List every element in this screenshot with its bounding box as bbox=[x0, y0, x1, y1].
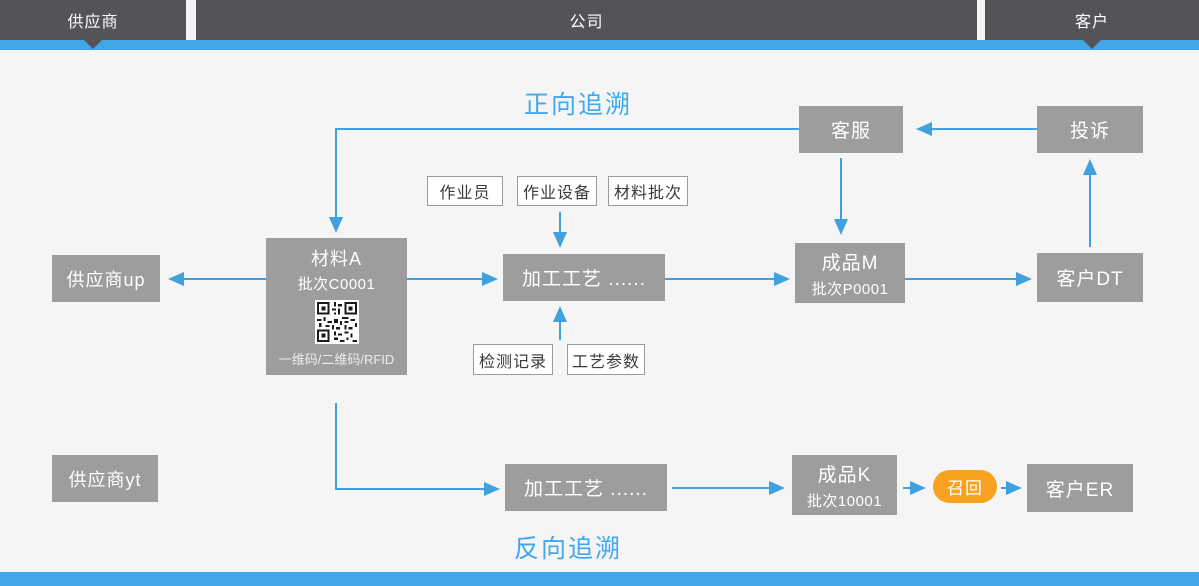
tag-inspection-record: 检测记录 bbox=[473, 344, 553, 375]
forward-trace-title: 正向追溯 bbox=[523, 91, 632, 119]
node-customer-service: 客服 bbox=[799, 106, 903, 153]
node-label: 成品K bbox=[817, 464, 872, 486]
tag-label: 作业设备 bbox=[522, 185, 591, 202]
top-divider-bar bbox=[0, 40, 1199, 50]
header-label-customer: 客户 bbox=[1074, 14, 1109, 31]
node-supplier-up: 供应商up bbox=[52, 255, 160, 302]
tag-equipment: 作业设备 bbox=[517, 176, 597, 206]
node-process-bottom: 加工工艺 ...... bbox=[505, 464, 667, 511]
node-material-a: 材料A 批次C0001 bbox=[266, 238, 407, 375]
node-batch-label: 批次10001 bbox=[806, 492, 883, 510]
node-supplier-yt: 供应商yt bbox=[52, 455, 158, 502]
node-label: 加工工艺 ...... bbox=[522, 269, 646, 290]
header-segment-company: 公司 bbox=[196, 0, 977, 40]
node-customer-er: 客户ER bbox=[1027, 464, 1133, 512]
tag-process-params: 工艺参数 bbox=[567, 344, 645, 375]
header-label-company: 公司 bbox=[569, 14, 604, 31]
node-label: 投诉 bbox=[1069, 121, 1110, 142]
node-batch-label: 批次P0001 bbox=[811, 280, 889, 298]
node-label: 客户DT bbox=[1056, 269, 1124, 290]
qr-code-icon bbox=[314, 300, 359, 344]
node-customer-dt: 客户DT bbox=[1037, 253, 1143, 302]
node-process-top: 加工工艺 ...... bbox=[503, 254, 665, 301]
node-label: 供应商yt bbox=[68, 469, 142, 490]
tag-material-batch: 材料批次 bbox=[608, 176, 688, 206]
tag-operator: 作业员 bbox=[427, 176, 503, 206]
node-label: 供应商up bbox=[66, 269, 146, 290]
header-segment-supplier: 供应商 bbox=[0, 0, 186, 40]
header-label-supplier: 供应商 bbox=[67, 14, 119, 31]
tag-label: 材料批次 bbox=[613, 185, 682, 202]
node-code-caption: 一维码/二维码/RFID bbox=[278, 352, 395, 367]
tag-label: 工艺参数 bbox=[571, 353, 640, 371]
node-label: 客服 bbox=[830, 121, 871, 142]
arrow-down-marker-customer-icon bbox=[1083, 40, 1101, 49]
node-complaint: 投诉 bbox=[1037, 106, 1143, 153]
tag-label: 检测记录 bbox=[478, 353, 547, 371]
node-product-m: 成品M 批次P0001 bbox=[795, 243, 905, 303]
header-segment-customer: 客户 bbox=[985, 0, 1199, 40]
node-batch-label: 批次C0001 bbox=[297, 276, 376, 293]
node-label: 成品M bbox=[821, 252, 879, 274]
tag-label: 作业员 bbox=[439, 185, 491, 202]
recall-badge: 召回 bbox=[933, 470, 997, 503]
node-label: 客户ER bbox=[1045, 479, 1115, 501]
backward-trace-title: 反向追溯 bbox=[513, 535, 622, 563]
node-product-k: 成品K 批次10001 bbox=[792, 455, 897, 515]
node-label: 加工工艺 ...... bbox=[524, 479, 648, 500]
arrow-down-marker-supplier-icon bbox=[84, 40, 102, 49]
recall-label: 召回 bbox=[947, 479, 983, 498]
bottom-divider-bar bbox=[0, 572, 1199, 586]
node-label: 材料A bbox=[310, 249, 362, 269]
